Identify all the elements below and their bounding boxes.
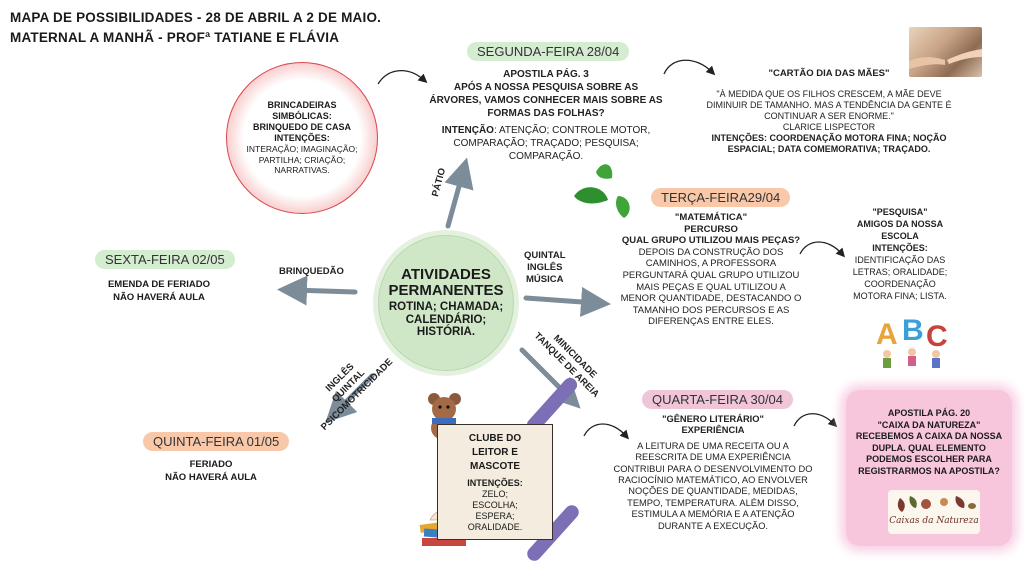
curly-arrow-icon	[377, 59, 845, 440]
terca-line3: QUAL GRUPO UTILIZOU MAIS PEÇAS?	[621, 235, 801, 247]
cartao-title: "CARTÃO DIA DAS MÃES"	[768, 68, 890, 79]
brincadeiras-title: BRINCADEIRAS SIMBÓLICAS:	[267, 100, 337, 122]
brincadeiras-subtitle: BRINQUEDO DE CASA	[252, 122, 351, 133]
terca-line1: "MATEMÁTICA"	[674, 212, 748, 223]
segunda-intencao-text: : ATENÇÃO; CONTROLE MOTOR, COMPARAÇÃO; T…	[453, 125, 651, 162]
svg-text:A: A	[876, 318, 898, 351]
cartao-intencoes: INTENÇÕES: COORDENAÇÃO MOTORA FINA; NOÇÃ…	[711, 132, 947, 154]
terca-block: "MATEMÁTICA" PERCURSO QUAL GRUPO UTILIZO…	[618, 212, 804, 328]
photo-hands-icon	[909, 27, 982, 77]
label-brinquedao: BRINQUEDÃO	[279, 266, 344, 277]
page-title: MAPA DE POSSIBILIDADES - 28 DE ABRIL A 2…	[10, 8, 381, 48]
caixas-natureza-logo: Caixas da Natureza	[888, 490, 980, 534]
quarta-block: "GÊNERO LITERÁRIO" EXPERIÊNCIA A LEITURA…	[612, 414, 814, 532]
pesquisa-subtitle: AMIGOS DA NOSSA ESCOLA	[856, 219, 944, 241]
pill-quinta-feira: QUINTA-FEIRA 01/05	[143, 432, 290, 451]
pill-quarta-feira: QUARTA-FEIRA 30/04	[642, 390, 794, 409]
hub-atividades-permanentes: ATIVIDADES PERMANENTES ROTINA; CHAMADA; …	[373, 230, 519, 376]
cartao-author: CLARICE LISPECTOR	[782, 121, 876, 132]
quinta-line1: FERIADO	[189, 459, 233, 470]
quarta-line1: "GÊNERO LITERÁRIO"	[662, 414, 764, 424]
quarta-text: A LEITURA DE UMA RECEITA OU A REESCRITA …	[613, 440, 813, 531]
terca-text: DEPOIS DA CONSTRUÇÃO DOS CAMINHOS, A PRO…	[620, 246, 802, 328]
segunda-activity: APOSTILA PÁG. 3	[503, 69, 589, 80]
quinta-block: FERIADO NÃO HAVERÁ AULA	[146, 458, 276, 484]
apostila20-line2: "CAIXA DA NATUREZA"	[877, 419, 981, 430]
cartao-quote: "À MEDIDA QUE OS FILHOS CRESCEM, A MÃE D…	[706, 88, 952, 121]
cartao-block: "CARTÃO DIA DAS MÃES" "À MEDIDA QUE OS F…	[698, 68, 960, 155]
pill-sexta-feira: SEXTA-FEIRA 02/05	[95, 250, 235, 269]
abc-kids-icon: A B C	[876, 314, 948, 368]
leaf-icon	[574, 164, 630, 218]
pill-terca-feira: TERÇA-FEIRA29/04	[651, 188, 791, 207]
clube-intencoes: ZELO; ESCOLHA; ESPERA; ORALIDADE.	[467, 488, 523, 532]
pencil-decoration	[526, 377, 579, 561]
segunda-intencao-label: INTENÇÃO	[441, 125, 494, 136]
quinta-line2: NÃO HAVERÁ AULA	[165, 472, 257, 483]
title-line-2: MATERNAL A MANHÃ - PROFª TATIANE E FLÁVI…	[10, 30, 340, 45]
pesquisa-block: "PESQUISA" AMIGOS DA NOSSA ESCOLA INTENÇ…	[846, 206, 954, 302]
hub-subtitle: ROTINA; CHAMADA; CALENDÁRIO; HISTÓRIA.	[388, 301, 504, 339]
label-quintal-ingles-musica: QUINTAL INGLÊS MÚSICA	[524, 250, 566, 285]
pesquisa-intencoes: IDENTIFICAÇÃO DAS LETRAS; ORALIDADE; COO…	[852, 255, 948, 301]
clube-intencoes-label: INTENÇÕES:	[467, 477, 523, 488]
title-line-1: MAPA DE POSSIBILIDADES - 28 DE ABRIL A 2…	[10, 10, 382, 25]
svg-text:B: B	[902, 314, 924, 347]
apostila20-line1: APOSTILA PÁG. 20	[887, 408, 971, 418]
terca-line2: PERCURSO	[684, 223, 738, 235]
brincadeiras-intencoes-label: INTENÇÕES:	[274, 133, 330, 144]
pesquisa-intencoes-label: INTENÇÕES:	[872, 243, 928, 253]
pill-segunda-feira: SEGUNDA-FEIRA 28/04	[467, 42, 630, 61]
clube-box: CLUBE DO LEITOR E MASCOTE INTENÇÕES: ZEL…	[437, 424, 553, 540]
quarta-line2: EXPERIÊNCIA	[681, 425, 745, 436]
segunda-text: APÓS A NOSSA PESQUISA SOBRE AS ÁRVORES, …	[429, 82, 663, 119]
sexta-line1: EMENDA DE FERIADO	[107, 279, 211, 290]
brincadeiras-circle: BRINCADEIRAS SIMBÓLICAS: BRINQUEDO DE CA…	[226, 62, 378, 214]
svg-text:C: C	[926, 320, 948, 353]
sexta-line2: NÃO HAVERÁ AULA	[113, 292, 205, 303]
sexta-block: EMENDA DE FERIADO NÃO HAVERÁ AULA	[90, 278, 228, 304]
brincadeiras-intencoes: INTERAÇÃO; IMAGINAÇÃO; PARTILHA; CRIAÇÃO…	[246, 144, 358, 176]
segunda-block: APOSTILA PÁG. 3 APÓS A NOSSA PESQUISA SO…	[428, 68, 664, 163]
apostila20-text: RECEBEMOS A CAIXA DA NOSSA DUPLA. QUAL E…	[855, 431, 1003, 476]
clube-title: CLUBE DO LEITOR E MASCOTE	[468, 432, 522, 472]
segunda-intencao: INTENÇÃO: ATENÇÃO; CONTROLE MOTOR, COMPA…	[428, 124, 664, 163]
pesquisa-title: "PESQUISA"	[872, 207, 928, 217]
caixas-logo-text: Caixas da Natureza	[889, 516, 979, 526]
hub-title: ATIVIDADES PERMANENTES	[388, 266, 504, 300]
